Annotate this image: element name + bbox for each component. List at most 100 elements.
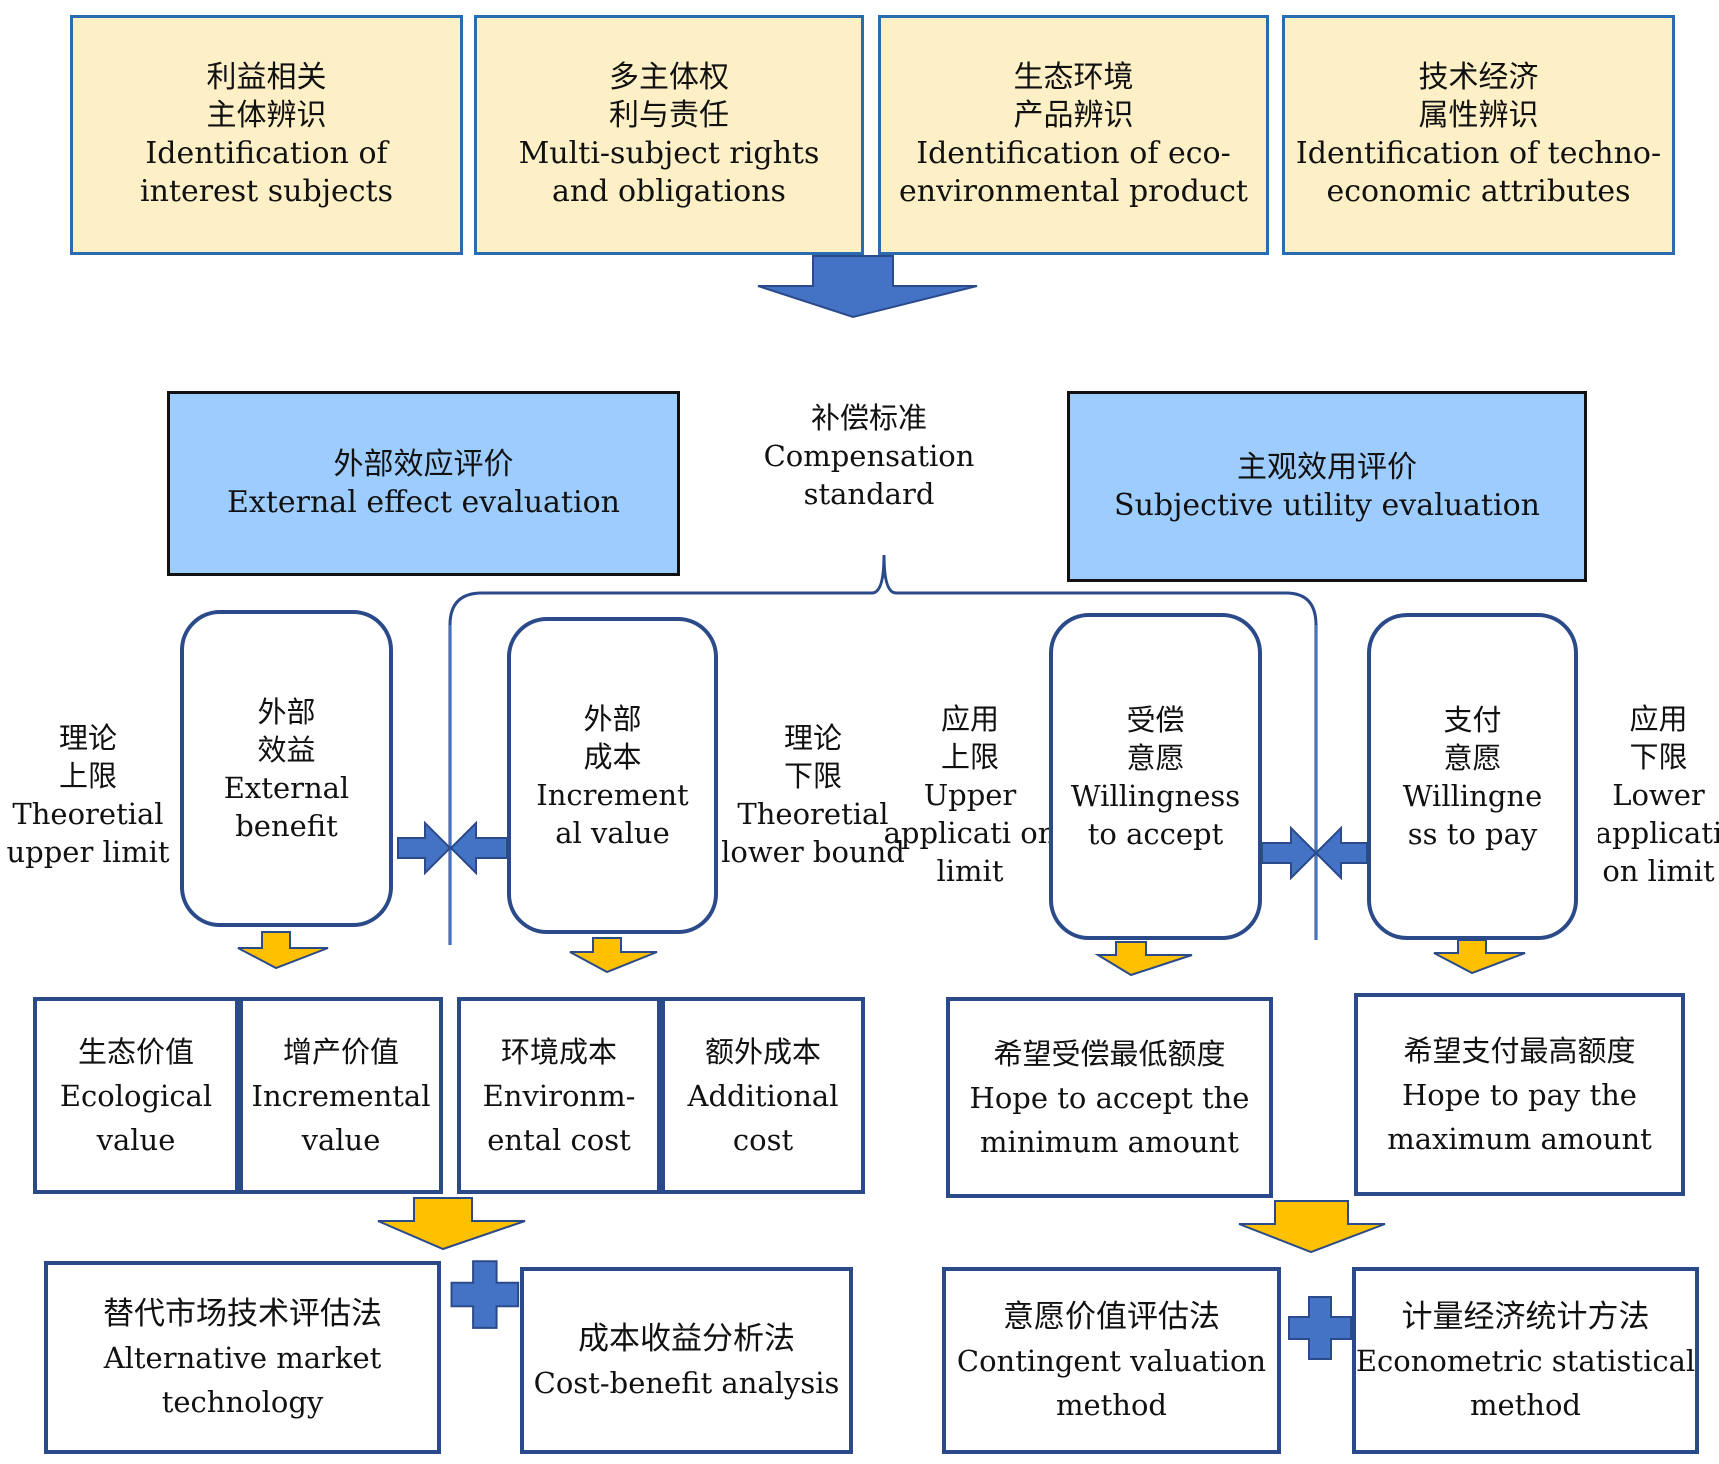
compensation-line: 补偿标准 (810, 401, 927, 435)
value-box-line: Hope to pay the (1402, 1077, 1637, 1112)
side-label-line: on limit (1602, 854, 1715, 888)
side-label-line: upper limit (6, 835, 170, 869)
value-box-line: 环境成本 (500, 1034, 617, 1069)
method-box-line: Contingent valuation (956, 1343, 1267, 1378)
rounded-box-line: benefit (235, 808, 338, 843)
top-box-line: 利与责任 (609, 98, 729, 133)
top-box-line: Identification of eco- (916, 136, 1231, 171)
value-box-line: Hope to accept the (969, 1080, 1250, 1115)
side-label-line: 理论 (783, 721, 842, 755)
value-box-line: value (301, 1122, 381, 1157)
value-box-line: 额外成本 (704, 1034, 821, 1069)
plus-icon-right (1288, 1296, 1352, 1360)
maximum-pay-amount-box: 希望支付最高额度 Hope to pay the maximum amount (1354, 993, 1685, 1196)
top-box-interest-subjects: 利益相关 主体辨识 Identification of interest sub… (70, 15, 463, 255)
cost-benefit-analysis-box: 成本收益分析法 Cost-benefit analysis (520, 1267, 853, 1454)
arrow-right-right-pair (1261, 825, 1318, 881)
yellow-arrow-1 (237, 931, 329, 970)
contingent-valuation-method-box: 意愿价值评估法 Contingent valuation method (942, 1267, 1281, 1454)
side-label-line: lower bound (721, 835, 905, 869)
econometric-statistical-method-box: 计量经济统计方法 Econometric statistical method (1352, 1267, 1699, 1454)
ecological-value-box: 生态价值 Ecological value (33, 997, 239, 1194)
top-box-line: 利益相关 (206, 60, 327, 95)
additional-cost-box: 额外成本 Additional cost (661, 997, 865, 1194)
eval-line: External effect evaluation (227, 484, 620, 520)
side-label-line: 上限 (58, 759, 117, 793)
environmental-cost-box: 环境成本 Environm- ental cost (457, 997, 661, 1194)
method-box-line: 意愿价值评估法 (1003, 1298, 1220, 1335)
value-box-line: Ecological (59, 1078, 213, 1113)
side-label-line: limit (936, 854, 1004, 888)
method-box-line: Econometric statistical (1355, 1343, 1696, 1378)
rounded-box-line: to accept (1087, 816, 1224, 851)
arrow-right-left-pair (397, 820, 452, 876)
rounded-box-line: 意愿 (1443, 740, 1502, 775)
rounded-box-line: al value (555, 815, 670, 850)
value-box-line: 希望受偿最低额度 (993, 1036, 1226, 1071)
top-box-line: 产品辨识 (1013, 98, 1134, 133)
value-box-line: ental cost (487, 1122, 631, 1157)
yellow-arrow-right-methods (1238, 1200, 1386, 1254)
yellow-arrow-4 (1433, 939, 1526, 975)
method-box-line: method (1469, 1387, 1581, 1422)
external-effect-evaluation-box: 外部效应评价 External effect evaluation (167, 391, 680, 576)
rounded-box-line: Willingness (1070, 778, 1241, 813)
rounded-box-line: 外部 (583, 701, 642, 736)
willingness-to-pay-box: 支付 意愿 Willingne ss to pay (1367, 613, 1578, 940)
main-down-arrow (757, 255, 978, 319)
rounded-box-line: 意愿 (1126, 740, 1185, 775)
side-label-line: applicati on (883, 816, 1057, 850)
plus-icon-left (450, 1260, 520, 1329)
yellow-arrow-2 (569, 937, 658, 974)
side-label-line: Lower (1612, 778, 1705, 812)
method-box-line: 替代市场技术评估法 (103, 1295, 382, 1332)
rounded-box-line: Increment (536, 777, 689, 812)
lower-application-limit-label: 应用 下限 Lower applicati on limit (1598, 695, 1719, 895)
top-box-line: environmental product (899, 174, 1248, 209)
value-box-line: minimum amount (980, 1124, 1239, 1159)
rounded-box-line: Willingne (1402, 778, 1543, 813)
yellow-arrow-3 (1094, 941, 1193, 977)
rounded-box-line: 效益 (257, 732, 316, 767)
side-label-line: 应用 (940, 702, 999, 736)
method-box-line: Alternative market (103, 1340, 382, 1375)
method-box-line: technology (161, 1384, 324, 1419)
value-box-line: value (96, 1122, 176, 1157)
value-box-line: 希望支付最高额度 (1403, 1033, 1636, 1068)
top-box-eco-product: 生态环境 产品辨识 Identification of eco- environ… (878, 15, 1269, 255)
top-box-rights-obligations: 多主体权 利与责任 Multi-subject rights and oblig… (474, 15, 864, 255)
compensation-line: Compensation (763, 439, 975, 473)
subjective-utility-evaluation-box: 主观效用评价 Subjective utility evaluation (1067, 391, 1587, 582)
willingness-to-accept-box: 受偿 意愿 Willingness to accept (1049, 613, 1262, 940)
rounded-box-line: 成本 (583, 739, 642, 774)
rounded-box-line: ss to pay (1407, 816, 1538, 851)
top-box-line: 主体辨识 (206, 98, 327, 133)
value-box-line: maximum amount (1387, 1121, 1652, 1156)
compensation-standard-label: 补偿标准 Compensation standard (744, 396, 994, 516)
theoretical-upper-limit-label: 理论 上限 Theoretial upper limit (6, 715, 169, 875)
top-box-line: Identification of (145, 136, 388, 171)
external-cost-box: 外部 成本 Increment al value (507, 617, 718, 934)
minimum-accept-amount-box: 希望受偿最低额度 Hope to accept the minimum amou… (946, 997, 1273, 1198)
top-box-line: Identification of techno- (1295, 136, 1662, 171)
theoretical-lower-bound-label: 理论 下限 Theoretial lower bound (721, 715, 905, 875)
top-box-line: 生态环境 (1013, 60, 1134, 95)
method-box-line: 成本收益分析法 (578, 1320, 795, 1357)
side-label-line: applicati (1598, 816, 1719, 850)
method-box-line: method (1055, 1387, 1167, 1422)
yellow-arrow-left-methods (377, 1197, 526, 1251)
method-box-line: 计量经济统计方法 (1401, 1298, 1650, 1335)
eval-line: Subjective utility evaluation (1114, 487, 1540, 523)
rounded-box-line: 支付 (1443, 702, 1502, 737)
method-box-line: Cost-benefit analysis (533, 1365, 840, 1400)
top-box-techno-economic: 技术经济 属性辨识 Identification of techno- econ… (1282, 15, 1675, 255)
rounded-box-line: 外部 (257, 694, 316, 729)
top-box-line: 属性辨识 (1418, 98, 1539, 133)
value-box-line: Additional (687, 1078, 839, 1113)
top-box-line: economic attributes (1326, 174, 1631, 209)
compensation-brace (448, 554, 1318, 945)
eval-line: 主观效用评价 (1237, 449, 1417, 485)
alternative-market-technology-box: 替代市场技术评估法 Alternative market technology (44, 1261, 441, 1454)
incremental-value-box: 增产价值 Incremental value (239, 997, 443, 1194)
